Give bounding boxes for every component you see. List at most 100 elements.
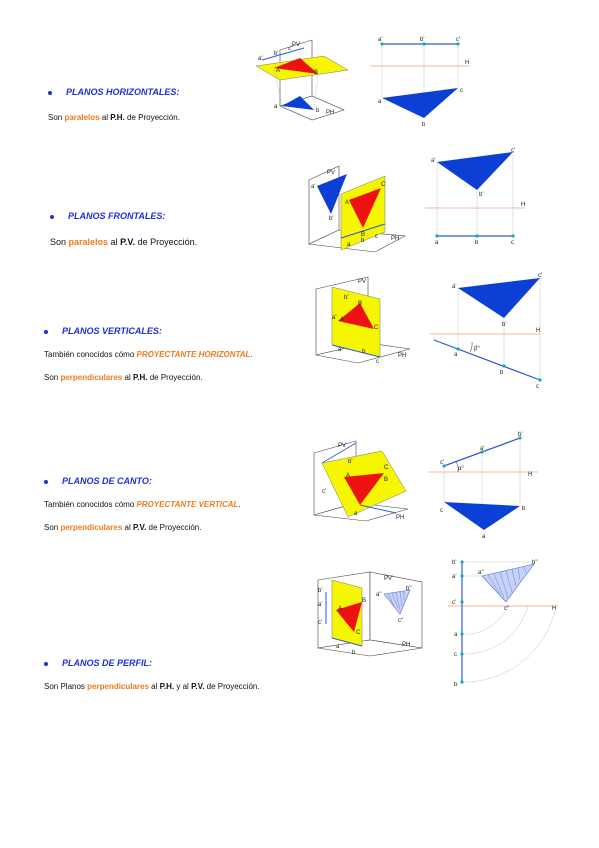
diagram-3d-frontal: PV PH a' b' A C B a b c (307, 165, 407, 253)
label-pv: PV (292, 42, 300, 48)
label-B: B (361, 232, 365, 238)
diagram-ortho-horizontal: H a' b' c' a c b (370, 37, 470, 128)
text-bold: P.V. (120, 237, 136, 247)
label-cp: c' (318, 620, 322, 626)
label-b: b (362, 349, 366, 355)
label-h: H (528, 472, 532, 478)
heading-colon: : (176, 87, 180, 97)
label-bp: b' (452, 560, 456, 566)
label-A: A (345, 200, 349, 206)
definition-line: Son perpendiculares al P.H. de Proyecció… (44, 373, 203, 382)
label-b: b (522, 506, 526, 512)
label-bp: b' (318, 588, 322, 594)
bullet-icon (44, 329, 48, 334)
label-h: H (552, 606, 556, 612)
label-bpp: b'' (406, 586, 412, 592)
text-bold: P.H. (159, 682, 175, 691)
text-post: de Proyección. (147, 373, 203, 382)
label-a: a (482, 534, 486, 540)
label-b: b (500, 370, 504, 376)
label-a: a (454, 352, 458, 358)
label-bp: b' (518, 432, 522, 438)
text-pre: Son (44, 523, 61, 532)
label-bp: b' (479, 192, 483, 198)
label-a: a (378, 99, 382, 105)
heading-text: PLANOS HORIZONTALES (66, 87, 177, 97)
label-bpp: b'' (532, 560, 538, 566)
text-mid2: y al (174, 682, 192, 691)
label-a: a (454, 632, 458, 638)
diagram-3d-horizontal: PV PH a' b' c' A B a b (255, 39, 349, 121)
label-B: B (358, 301, 362, 307)
text-highlight: PROYECTANTE HORIZONTAL (136, 350, 251, 359)
text-mid: al (99, 113, 111, 122)
label-C: C (384, 465, 389, 471)
label-h: H (536, 328, 540, 334)
label-cp: c' (288, 46, 292, 52)
label-b: b (422, 122, 426, 128)
label-c: c (440, 508, 443, 514)
label-B: B (314, 70, 318, 76)
label-cp: c' (322, 489, 326, 495)
label-ap: a' (452, 284, 456, 290)
heading-colon: : (158, 326, 162, 336)
text-pre: Son (50, 237, 69, 247)
text-highlight: paralelos (64, 113, 100, 122)
heading-colon: : (162, 211, 166, 221)
diagram-ortho-vertical: H β° a' c' b' a b c (430, 273, 542, 390)
label-C: C (356, 630, 361, 636)
label-a: a (338, 347, 342, 353)
label-bp: b' (348, 459, 352, 465)
heading-text: PLANOS DE CANTO (62, 476, 149, 486)
label-bp: b' (329, 216, 333, 222)
text-post: de Proyección. (204, 682, 260, 691)
heading-planos-frontales: PLANOS FRONTALES: (50, 211, 165, 221)
definition-line: Son perpendiculares al P.V. de Proyecció… (44, 523, 201, 532)
label-a: a (435, 240, 439, 246)
label-bp: b' (420, 37, 424, 43)
heading-text: PLANOS FRONTALES (68, 211, 163, 221)
text-post: de Proyección. (124, 113, 180, 122)
label-beta: β° (474, 346, 480, 352)
label-ap: a' (318, 602, 322, 608)
label-A: A (276, 68, 280, 74)
text-highlight: perpendiculares (60, 523, 123, 532)
label-b: b (361, 238, 365, 244)
label-B: B (362, 598, 366, 604)
definition-line: También conocidos cómo PROYECTANTE VERTI… (44, 500, 241, 509)
bullet-icon (44, 479, 48, 484)
label-bp: b' (502, 322, 506, 328)
text-mid: al (108, 237, 121, 247)
text-highlight: PROYECTANTE VERTICAL (136, 500, 239, 509)
label-app: a'' (478, 570, 484, 576)
heading-planos-de-canto: PLANOS DE CANTO: (44, 476, 152, 486)
text-pre: Son Planos (44, 682, 88, 691)
label-h: H (521, 202, 525, 208)
label-C: C (374, 325, 379, 331)
label-ap: a' (480, 446, 484, 452)
label-c: c (536, 384, 539, 390)
label-ph: PH (402, 642, 410, 648)
text-bold2: P.V. (191, 682, 205, 691)
label-ph: PH (326, 110, 334, 116)
text-highlight: perpendiculares (87, 682, 149, 691)
label-C: C (381, 182, 386, 188)
label-ph: PH (391, 236, 399, 242)
heading-colon: : (148, 476, 152, 486)
label-b: b (475, 240, 479, 246)
text-pre: También conocidos cómo (44, 350, 137, 359)
label-ap: a' (452, 574, 456, 580)
text-bold: P.V. (132, 523, 147, 532)
diagram-ortho-canto: H α° c' a' b' c b a (428, 432, 538, 540)
heading-colon: : (149, 658, 153, 668)
label-bp: b' (344, 295, 348, 301)
text-highlight: perpendiculares (60, 373, 123, 382)
bullet-icon (44, 661, 48, 666)
text-mid: al (148, 682, 160, 691)
text-mid: al (122, 373, 133, 382)
definition-line: Son Planos perpendiculares al P.H. y al … (44, 682, 260, 691)
label-c: c (460, 88, 463, 94)
label-B: B (384, 477, 388, 483)
text-pre: También conocidos cómo (44, 500, 137, 509)
bullet-icon (50, 214, 54, 219)
